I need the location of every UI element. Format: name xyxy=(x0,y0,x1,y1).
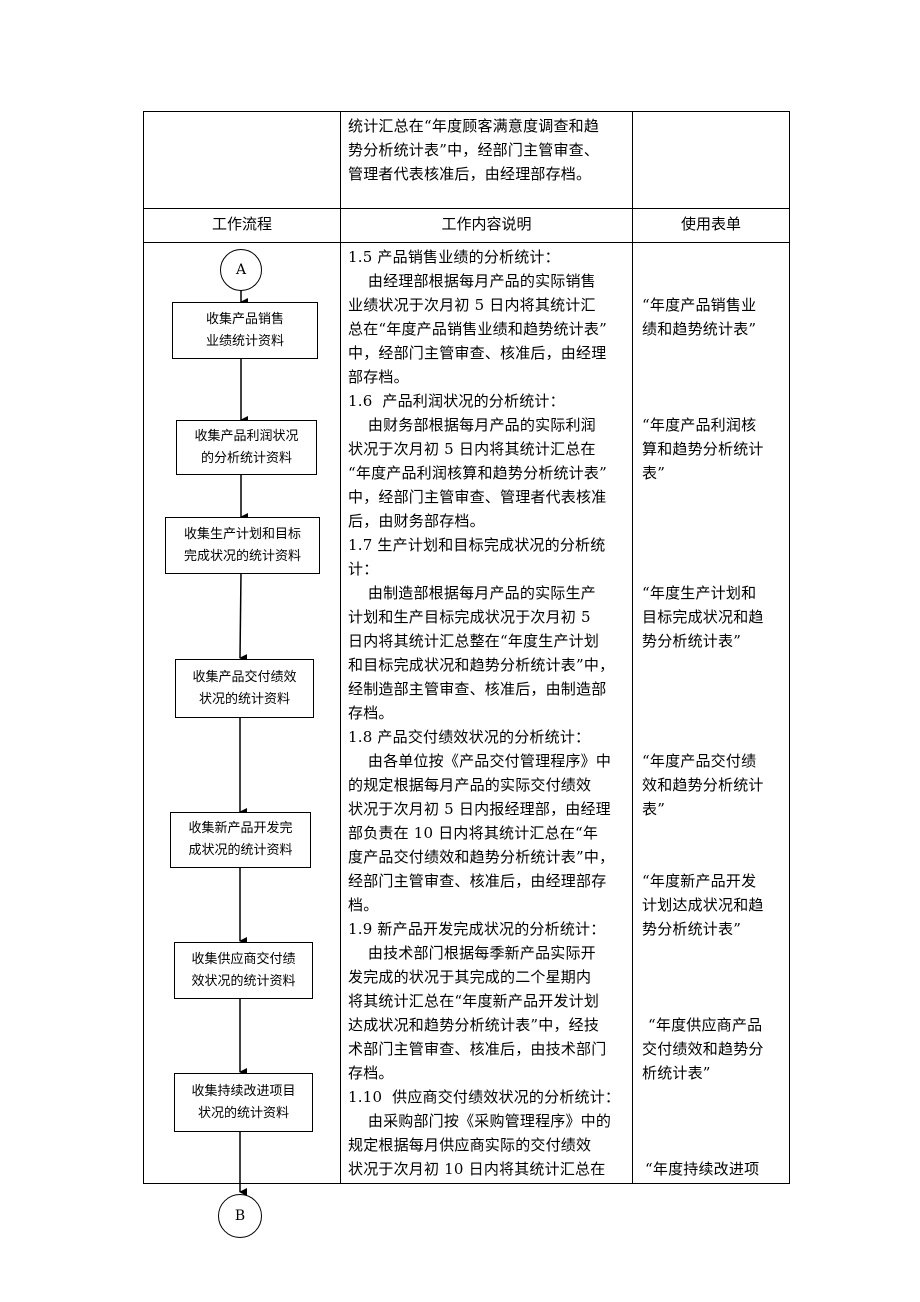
content-line: 由采购部门按《采购管理程序》中的 xyxy=(348,1112,612,1130)
table-top-border xyxy=(143,111,790,112)
process-box-label: 收集生产计划和目标 xyxy=(183,526,301,542)
process-box-label: 的分析统计资料 xyxy=(200,450,292,466)
process-box-label: 业绩统计资料 xyxy=(205,333,284,349)
form-line: 表” xyxy=(642,800,666,818)
content-line: “年度产品利润核算和趋势分析统计表” xyxy=(348,464,607,482)
process-box-label: 收集持续改进项目 xyxy=(191,1083,296,1099)
content-line: 1.5 产品销售业绩的分析统计： xyxy=(348,248,560,266)
process-box-delivery: 收集产品交付绩效 状况的统计资料 xyxy=(175,659,314,718)
content-line: 中，经部门主管审查、核准后，由经理 xyxy=(348,344,607,362)
content-line: 状况于次月初 10 日内将其统计汇总在 xyxy=(348,1160,606,1178)
content-line: 由财务部根据每月产品的实际利润 xyxy=(348,416,596,434)
process-box-improvement: 收集持续改进项目 状况的统计资料 xyxy=(174,1073,313,1132)
process-box-label: 收集产品销售 xyxy=(205,311,284,327)
header-flow: 工作流程 xyxy=(211,215,272,233)
content-line: 达成状况和趋势分析统计表”中，经技 xyxy=(348,1016,600,1034)
table-col-divider-2 xyxy=(632,111,633,1184)
table-right-border xyxy=(789,111,790,1184)
form-line: 绩和趋势统计表” xyxy=(642,320,757,338)
process-box-label: 收集新产品开发完 xyxy=(188,821,293,836)
form-line: 势分析统计表” xyxy=(642,632,742,650)
form-line: “年度生产计划和 xyxy=(642,584,757,602)
header-content: 工作内容说明 xyxy=(441,215,532,233)
content-line: 术部门主管审查、核准后，由技术部门 xyxy=(348,1040,607,1058)
content-line: 部存档。 xyxy=(348,368,409,386)
table-header-top-border xyxy=(143,208,790,209)
form-line: “年度产品利润核 xyxy=(642,416,757,434)
process-box-label: 收集供应商交付绩 xyxy=(191,951,296,967)
content-line: 部负责在 10 日内将其统计汇总在“年 xyxy=(348,824,599,842)
form-line: “年度产品交付绩 xyxy=(642,752,757,770)
table-left-border xyxy=(143,111,144,1184)
content-line: 1.10 供应商交付绩效状况的分析统计： xyxy=(348,1088,621,1106)
content-line: 由制造部根据每月产品的实际生产 xyxy=(348,584,596,602)
top-row-line: 势分析统计表”中，经部门主管审查、 xyxy=(348,141,600,159)
content-line: 经部门主管审查、核准后，由经理部存 xyxy=(348,872,607,890)
content-line: 档。 xyxy=(348,896,379,914)
connector-b: B xyxy=(218,1194,262,1238)
form-line: 效和趋势分析统计 xyxy=(642,776,764,794)
process-box-label: 效状况的统计资料 xyxy=(191,973,296,989)
content-line: 状况于次月初 5 日内将其统计汇总在 xyxy=(348,440,596,458)
process-box-new-product: 收集新产品开发完 成状况的统计资料 xyxy=(170,812,311,868)
content-line: 计： xyxy=(348,560,379,578)
process-box-label: 收集产品交付绩效 xyxy=(192,669,297,685)
content-line: 发完成的状况于其完成的二个星期内 xyxy=(348,968,592,986)
content-line: 1.7 生产计划和目标完成状况的分析统 xyxy=(348,536,606,554)
form-line: “年度持续改进项 xyxy=(645,1160,760,1178)
process-box-supplier: 收集供应商交付绩 效状况的统计资料 xyxy=(174,942,313,999)
form-line: 析统计表” xyxy=(642,1064,711,1082)
content-line: 存档。 xyxy=(348,704,394,722)
header-forms: 使用表单 xyxy=(680,215,741,233)
table-bottom-border xyxy=(143,1183,790,1184)
process-box-label: 完成状况的统计资料 xyxy=(183,548,301,564)
process-box-label: 成状况的统计资料 xyxy=(188,843,293,858)
form-line: “年度供应商产品 xyxy=(648,1016,763,1034)
content-line: 中，经部门主管审查、管理者代表核准 xyxy=(348,488,607,506)
form-line: 表” xyxy=(642,464,666,482)
table-header-bottom-border xyxy=(143,242,790,243)
process-box-label: 收集产品利润状况 xyxy=(194,428,299,444)
content-line: 的规定根据每月产品的实际交付绩效 xyxy=(348,776,592,794)
content-line: 1.6 产品利润状况的分析统计： xyxy=(348,392,565,410)
table-col-divider-1 xyxy=(340,111,341,1184)
process-box-label: 状况的统计资料 xyxy=(197,1105,289,1121)
content-line: 规定根据每月供应商实际的交付绩效 xyxy=(348,1136,592,1154)
form-line: 目标完成状况和趋 xyxy=(642,608,764,626)
process-box-profit: 收集产品利润状况 的分析统计资料 xyxy=(176,420,317,475)
content-line: 状况于次月初 5 日内报经理部，由经理 xyxy=(348,800,611,818)
process-box-sales: 收集产品销售 业绩统计资料 xyxy=(172,302,318,359)
connector-a: A xyxy=(220,249,262,291)
form-line: 交付绩效和趋势分 xyxy=(642,1040,764,1058)
content-line: 由经理部根据每月产品的实际销售 xyxy=(348,272,596,290)
content-line: 度产品交付绩效和趋势分析统计表”中， xyxy=(348,848,615,866)
form-line: 势分析统计表” xyxy=(642,920,742,938)
content-line: 总在“年度产品销售业绩和趋势统计表” xyxy=(348,320,607,338)
content-line: 经制造部主管审查、核准后，由制造部 xyxy=(348,680,607,698)
content-line: 计划和生产目标完成状况于次月初 5 xyxy=(348,608,591,626)
content-line: 后，由财务部存档。 xyxy=(348,512,485,530)
form-line: 算和趋势分析统计 xyxy=(642,440,764,458)
content-line: 业绩状况于次月初 5 日内将其统计汇 xyxy=(348,296,596,314)
content-line: 将其统计汇总在“年度新产品开发计划 xyxy=(348,992,600,1010)
form-line: 计划达成状况和趋 xyxy=(642,896,764,914)
content-line: 日内将其统计汇总整在“年度生产计划 xyxy=(348,632,600,650)
process-box-label: 状况的统计资料 xyxy=(198,691,290,707)
form-line: “年度产品销售业 xyxy=(642,296,757,314)
process-box-production: 收集生产计划和目标 完成状况的统计资料 xyxy=(165,517,320,574)
content-line: 1.9 新产品开发完成状况的分析统计： xyxy=(348,920,606,938)
content-line: 和目标完成状况和趋势分析统计表”中， xyxy=(348,656,615,674)
content-line: 存档。 xyxy=(348,1064,394,1082)
content-line: 1.8 产品交付绩效状况的分析统计： xyxy=(348,728,591,746)
top-row-line: 统计汇总在“年度顾客满意度调查和趋 xyxy=(348,117,600,135)
form-line: “年度新产品开发 xyxy=(642,872,757,890)
content-line: 由各单位按《产品交付管理程序》中 xyxy=(348,752,612,770)
content-line: 由技术部门根据每季新产品实际开 xyxy=(348,944,596,962)
top-row-line: 管理者代表核准后，由经理部存档。 xyxy=(348,165,592,183)
arrow-box3-to-box4 xyxy=(239,572,248,663)
